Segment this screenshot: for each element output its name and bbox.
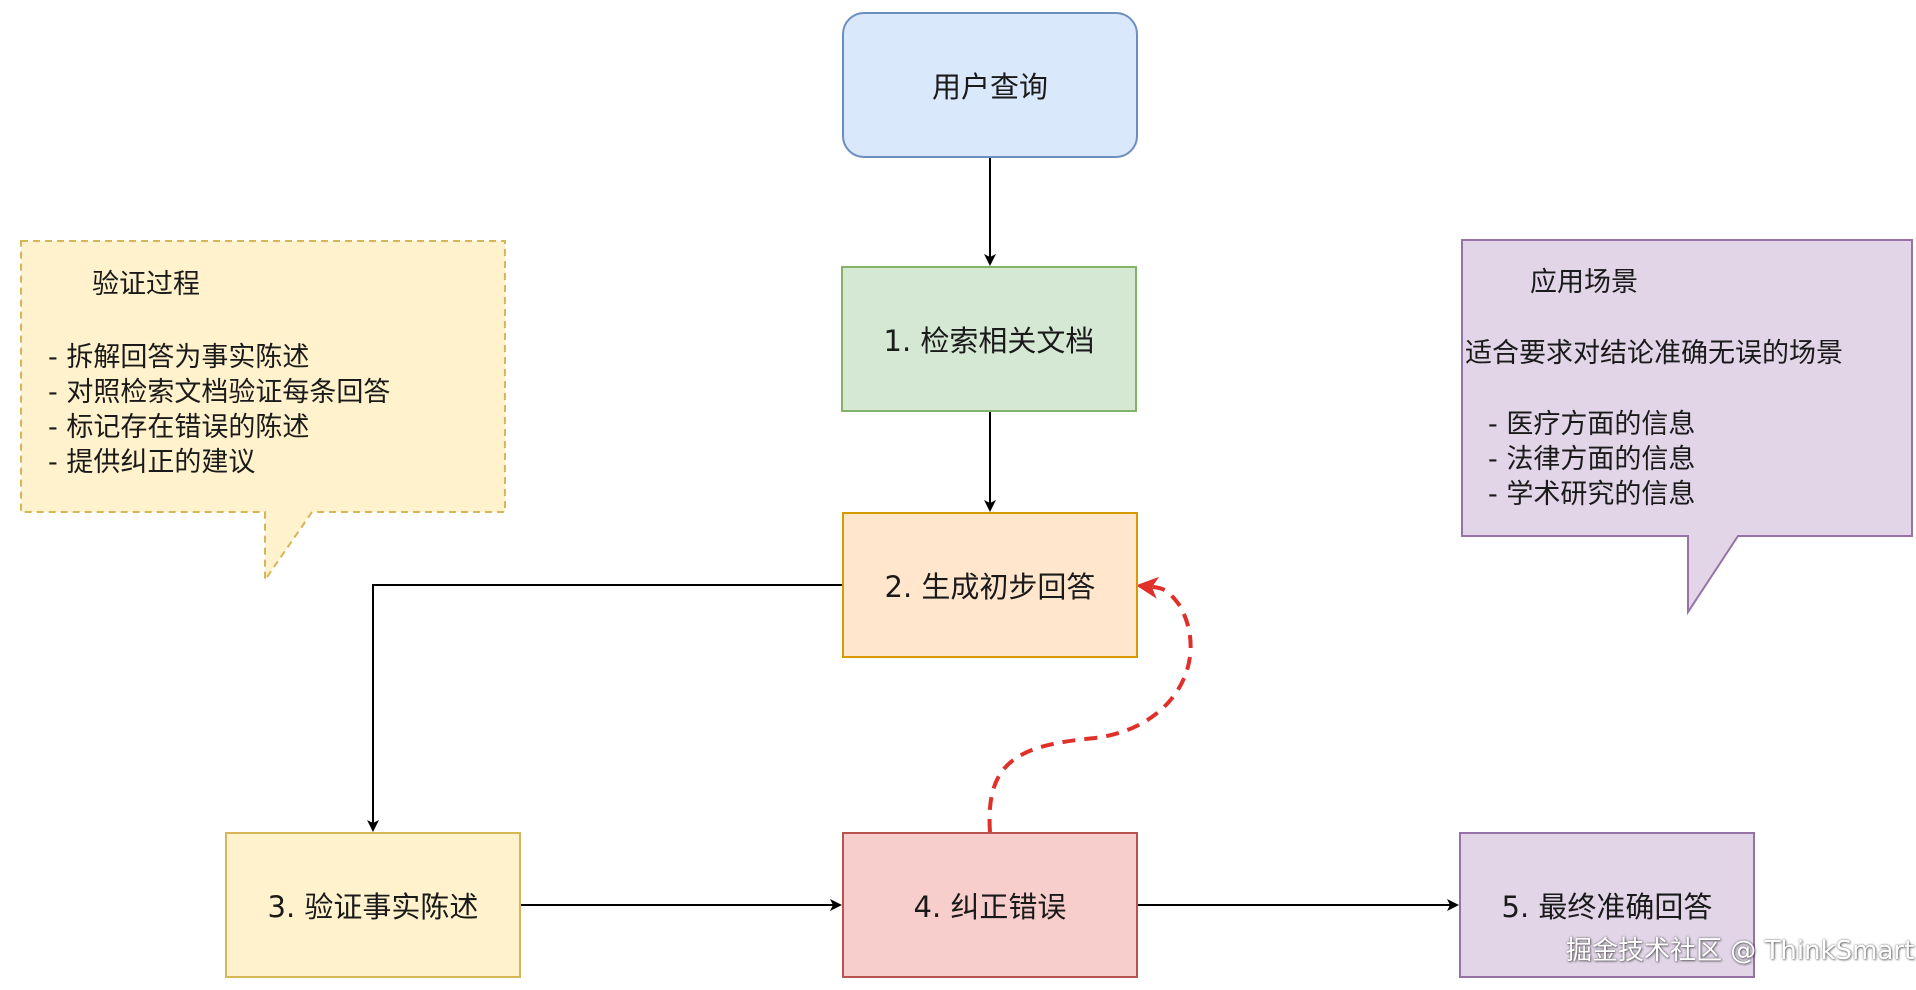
application-note-item: - 法律方面的信息	[1488, 444, 1696, 475]
verification-note-title: 验证过程	[92, 269, 200, 300]
verification-note-shape	[20, 240, 506, 584]
verification-note-item: - 对照检索文档验证每条回答	[48, 377, 391, 408]
node-user-query-label: 用户查询	[931, 70, 1048, 104]
node-retrieve-documents-label: 1. 检索相关文档	[883, 324, 1095, 358]
edge-feedback-correct-to-generate	[987, 576, 1193, 833]
node-user-query: 用户查询	[842, 12, 1138, 158]
edge-generate-to-verify	[367, 584, 842, 832]
application-note-item: - 学术研究的信息	[1488, 479, 1696, 510]
watermark: 掘金技术社区 @ ThinkSmart	[1566, 936, 1915, 966]
node-correct-errors: 4. 纠正错误	[842, 832, 1138, 978]
node-verify-facts: 3. 验证事实陈述	[225, 832, 521, 978]
node-verify-facts-label: 3. 验证事实陈述	[267, 890, 479, 924]
node-retrieve-documents: 1. 检索相关文档	[841, 266, 1137, 412]
application-note-subtitle: 适合要求对结论准确无误的场景	[1465, 338, 1843, 369]
verification-note-item: - 拆解回答为事实陈述	[48, 342, 310, 373]
node-final-answer-label: 5. 最终准确回答	[1501, 890, 1713, 924]
application-note-list: - 医疗方面的信息 - 法律方面的信息 - 学术研究的信息	[1488, 407, 1695, 512]
verification-note-item: - 标记存在错误的陈述	[48, 412, 310, 443]
node-final-answer: 5. 最终准确回答	[1459, 832, 1755, 978]
verification-note-list: - 拆解回答为事实陈述 - 对照检索文档验证每条回答 - 标记存在错误的陈述 -…	[48, 340, 390, 480]
application-note-item: - 医疗方面的信息	[1488, 409, 1696, 440]
application-note-shape	[1461, 239, 1913, 616]
node-correct-errors-label: 4. 纠正错误	[913, 890, 1067, 924]
verification-note-item: - 提供纠正的建议	[48, 447, 256, 478]
node-generate-answer-label: 2. 生成初步回答	[884, 570, 1096, 604]
application-note-title: 应用场景	[1530, 267, 1638, 298]
node-generate-answer: 2. 生成初步回答	[842, 512, 1138, 658]
